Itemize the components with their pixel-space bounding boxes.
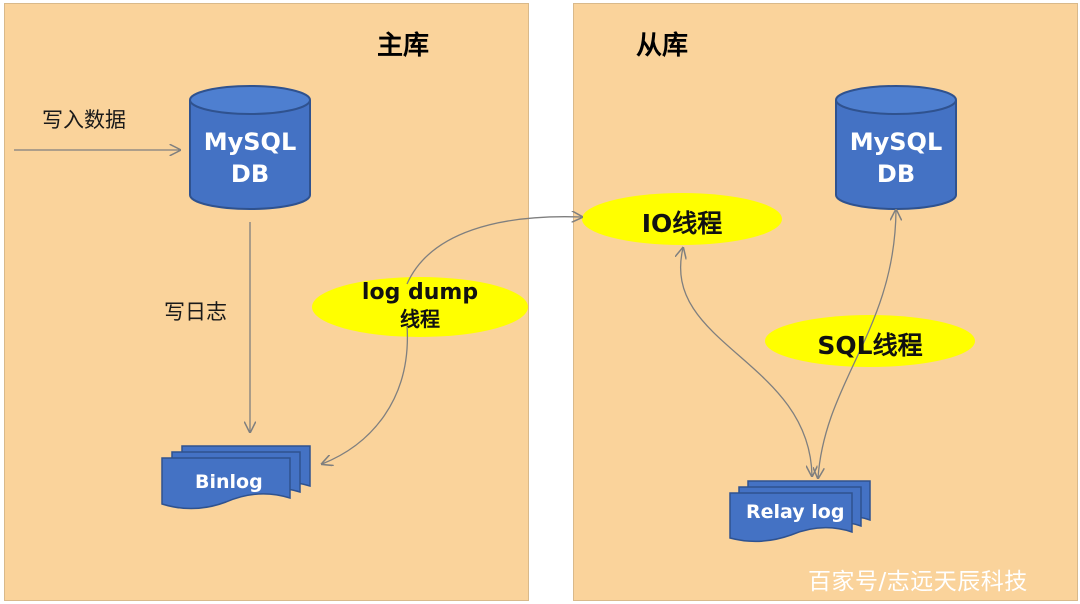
slave-db-line1: MySQL — [849, 128, 943, 156]
slave-db-label: MySQL DB — [836, 126, 956, 190]
write-data-label: 写入数据 — [42, 108, 126, 132]
relay-log-documents — [729, 480, 871, 543]
relay-to-sql-db-arrow — [818, 210, 896, 478]
master-db-cylinder — [189, 85, 311, 210]
dump-to-binlog-arrow — [322, 324, 409, 464]
slave-title: 从库 — [636, 31, 689, 61]
slave-db-line2: DB — [876, 160, 916, 188]
log-dump-line1: log dump — [361, 280, 479, 305]
binlog-documents — [161, 445, 311, 510]
binlog-label: Binlog — [195, 471, 263, 493]
sql-thread-label: SQL线程 — [817, 331, 923, 360]
io-thread-ellipse — [582, 193, 782, 245]
master-db-line2: DB — [230, 160, 270, 188]
log-dump-line2: 线程 — [400, 307, 440, 331]
master-db-label: MySQL DB — [190, 126, 310, 190]
dump-to-io-arrow — [406, 217, 582, 285]
watermark: 百家号/志远天辰科技 — [808, 569, 1028, 595]
io-thread-label: IO线程 — [641, 209, 723, 238]
io-to-relay-arrow — [681, 248, 812, 476]
master-db-line1: MySQL — [203, 128, 297, 156]
log-dump-thread-label: log dump 线程 — [330, 280, 510, 332]
master-title: 主库 — [377, 31, 430, 61]
write-log-label: 写日志 — [164, 300, 227, 324]
relay-log-label: Relay log — [746, 501, 845, 523]
log-dump-thread-ellipse — [312, 277, 528, 337]
